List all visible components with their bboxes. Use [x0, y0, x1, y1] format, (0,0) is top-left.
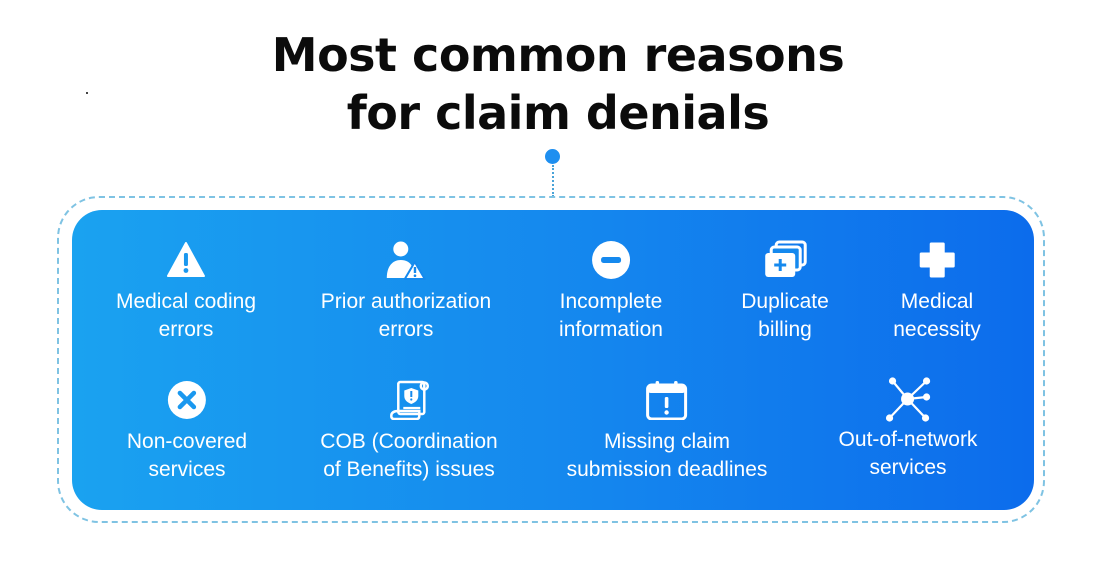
reason-prior-authorization-errors: Prior authorization errors	[321, 240, 491, 344]
reason-line-1: Prior authorization	[320, 290, 492, 313]
outer-dashed-border	[57, 196, 1045, 523]
connector-dot	[545, 149, 560, 164]
reason-line-2: services	[148, 458, 226, 481]
title-line-1: Most common reasons	[271, 28, 845, 82]
reason-line-2: information	[559, 318, 663, 341]
minus-circle-icon	[591, 241, 630, 279]
document-shield-icon	[389, 380, 429, 420]
reason-medical-necessity: Medical necessity	[893, 240, 981, 344]
network-nodes-icon	[886, 377, 931, 422]
reason-incomplete-information: Incomplete information	[559, 240, 663, 344]
connector-line	[552, 165, 554, 197]
reason-line-2: billing	[758, 318, 812, 341]
reason-duplicate-billing: Duplicate billing	[741, 240, 829, 344]
reason-line-1: Medical	[900, 290, 974, 313]
x-circle-icon	[167, 381, 206, 419]
medical-cross-icon	[919, 242, 955, 278]
reason-line-1: Duplicate	[741, 290, 829, 313]
reasons-panel	[72, 210, 1034, 510]
reason-line-1: COB (Coordination	[320, 430, 498, 453]
reason-line-2: necessity	[893, 318, 981, 341]
reason-line-2: errors	[158, 318, 214, 341]
reason-line-1: Missing claim	[603, 430, 731, 453]
warning-triangle-icon	[167, 242, 205, 277]
reason-medical-coding-errors: Medical coding errors	[116, 240, 256, 344]
reason-line-1: Medical coding	[115, 290, 257, 313]
title-line-2: for claim denials	[346, 86, 770, 140]
reason-out-of-network-services: Out-of-network services	[838, 376, 978, 482]
duplicate-cards-icon	[765, 240, 807, 277]
reason-line-1: Non-covered	[126, 430, 248, 453]
reason-missing-claim-deadlines: Missing claim submission deadlines	[566, 380, 768, 484]
reason-line-2: submission deadlines	[566, 458, 768, 481]
reason-cob-issues: COB (Coordination of Benefits) issues	[320, 380, 498, 484]
reason-line-2: services	[869, 456, 947, 479]
reason-non-covered-services: Non-covered services	[127, 380, 247, 484]
reason-line-2: errors	[378, 318, 434, 341]
calendar-alert-icon	[646, 381, 688, 420]
stray-dot	[86, 92, 88, 94]
user-warning-icon	[386, 241, 426, 280]
reason-line-1: Out-of-network	[838, 428, 978, 451]
reason-line-2: of Benefits) issues	[323, 458, 495, 481]
reason-line-1: Incomplete	[559, 290, 663, 313]
page-title: Most common reasons for claim denials	[0, 26, 1116, 142]
